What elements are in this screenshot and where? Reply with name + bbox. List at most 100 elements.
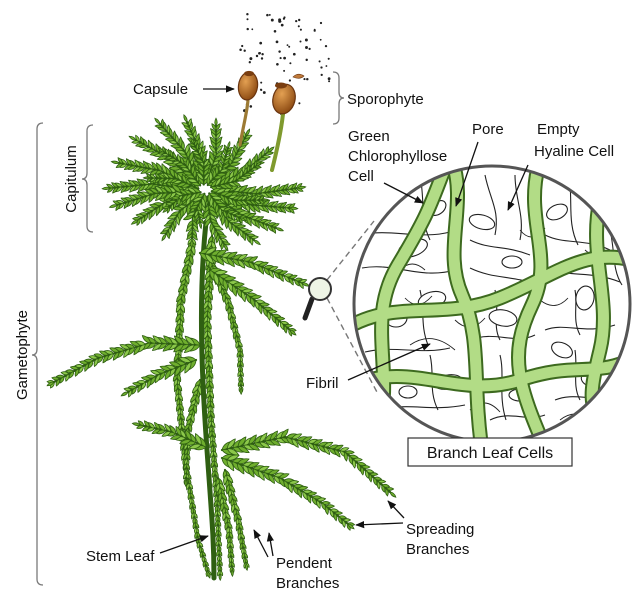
spore	[300, 29, 302, 31]
sporophyte-label: Sporophyte	[347, 91, 424, 108]
leaf	[121, 391, 129, 397]
spore	[266, 14, 269, 17]
leaf	[215, 165, 218, 175]
spore	[283, 18, 285, 20]
empty-hyaline-cell-label: Empty Hyaline Cell	[534, 121, 614, 160]
spore	[289, 62, 291, 64]
leaf	[227, 141, 231, 148]
sporophyte	[237, 71, 304, 170]
branch-leaf-cells-inset	[352, 160, 635, 450]
spore	[305, 59, 307, 61]
spore	[274, 30, 277, 33]
spreading-arrow-1	[356, 523, 403, 525]
spore	[280, 57, 282, 59]
leaf	[133, 217, 140, 220]
capitulum-bracket	[82, 125, 93, 232]
spore	[278, 18, 281, 21]
leaf	[161, 119, 164, 126]
spore	[288, 46, 290, 48]
leaf	[167, 125, 170, 133]
spore	[320, 22, 322, 24]
green-cell-line-2: Chlorophyllose	[348, 148, 447, 165]
spore	[241, 45, 243, 47]
spore	[269, 14, 271, 16]
green-cell-line-1: Green	[348, 128, 390, 145]
spreading-branches-label: Spreading Branches	[406, 521, 474, 558]
spore	[281, 24, 284, 27]
spore	[244, 50, 246, 52]
stem-leaf-label: Stem Leaf	[86, 548, 155, 565]
green-chlorophyllose-cell-label: Green Chlorophyllose Cell	[348, 128, 447, 185]
pendent-line-2: Branches	[276, 575, 339, 592]
leaf	[161, 233, 167, 241]
spore	[289, 79, 291, 81]
spore	[261, 57, 263, 59]
spore	[314, 30, 316, 32]
leaf	[166, 203, 173, 206]
spore	[251, 28, 253, 30]
spore	[298, 25, 300, 27]
hyaline-cell-line-2: Hyaline Cell	[534, 143, 614, 160]
leaf	[183, 114, 188, 122]
capsule-lid	[275, 83, 287, 89]
spore	[321, 74, 323, 76]
leaf	[389, 491, 397, 498]
spore	[276, 41, 279, 44]
gametophyte-plant	[47, 114, 397, 580]
leaf	[276, 227, 284, 232]
spore	[256, 55, 258, 57]
leaf	[240, 388, 242, 394]
spore	[271, 19, 274, 22]
spore	[306, 78, 308, 80]
spore	[260, 82, 262, 84]
gametophyte-bracket	[32, 123, 43, 585]
spreading-branch	[121, 356, 198, 398]
spore	[305, 39, 308, 42]
spore	[320, 66, 322, 68]
spore	[263, 91, 266, 94]
spore	[328, 58, 330, 60]
leaf	[143, 177, 150, 179]
spore	[328, 77, 331, 80]
spore	[308, 48, 310, 50]
spore	[250, 105, 253, 108]
leaf	[154, 117, 161, 124]
spreading-branch	[132, 420, 208, 451]
spore	[320, 39, 322, 41]
spore	[261, 53, 263, 55]
spore	[239, 49, 242, 52]
spore	[295, 20, 297, 22]
spore	[246, 13, 248, 15]
green-cell-line-3: Cell	[348, 168, 374, 185]
spore	[305, 46, 308, 49]
spore	[298, 102, 300, 104]
spore	[325, 45, 327, 47]
spore	[319, 60, 321, 62]
spore	[276, 63, 279, 66]
pendent-line-1: Pendent	[276, 555, 333, 572]
spore	[249, 61, 251, 63]
spreading-line-1: Spreading	[406, 521, 474, 538]
spore	[283, 70, 285, 72]
spore	[283, 57, 286, 60]
leaf	[215, 118, 217, 126]
leaf	[253, 239, 261, 246]
leaf	[185, 480, 187, 486]
capsule-lid-fragment	[293, 74, 304, 78]
fibril-label: Fibril	[306, 375, 339, 392]
spore	[298, 19, 300, 21]
capitulum-label: Capitulum	[63, 145, 80, 213]
spore	[300, 41, 302, 43]
sporophyte-bracket	[333, 72, 344, 124]
spore	[303, 78, 305, 80]
leaf	[262, 199, 269, 201]
spore	[259, 52, 261, 54]
spore	[246, 18, 248, 20]
capsule-lid	[244, 71, 254, 76]
pendent-branches-label: Pendent Branches	[276, 555, 339, 592]
spore	[328, 80, 330, 82]
leaf	[111, 160, 119, 164]
gametophyte-label: Gametophyte	[14, 310, 31, 400]
spore	[325, 65, 327, 67]
